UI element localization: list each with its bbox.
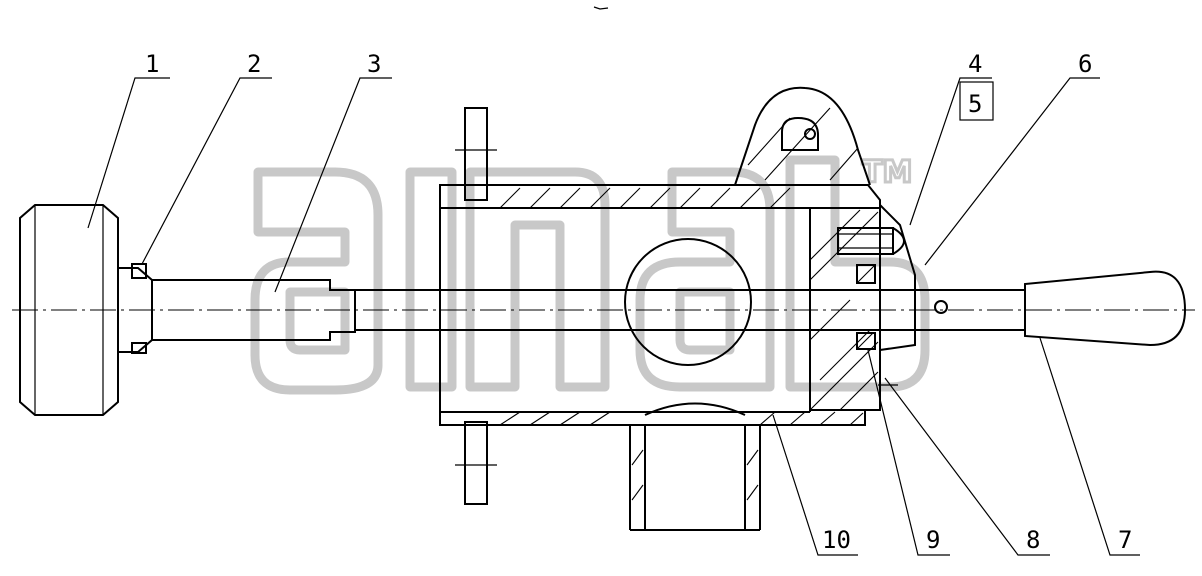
end-collar [879, 204, 916, 351]
callout-4: 4 [968, 50, 982, 78]
extension-sleeve [152, 279, 356, 341]
bolt [837, 227, 905, 255]
callout-labels: 1 2 3 4 5 6 7 8 9 10 [145, 50, 1132, 554]
callout-8: 8 [1026, 526, 1040, 554]
set-screw-bottom [131, 342, 147, 354]
callout-6: 6 [1078, 50, 1092, 78]
main-shaft [355, 289, 1025, 331]
valve-disc [624, 238, 752, 366]
callout-10: 10 [822, 526, 851, 554]
callout-3: 3 [367, 50, 381, 78]
pin [934, 300, 948, 314]
flange [455, 107, 497, 505]
watermark-logo: TM [250, 154, 930, 395]
callout-7: 7 [1118, 526, 1132, 554]
callout-1: 1 [145, 50, 159, 78]
outlet-pipe [629, 402, 761, 531]
callout-2: 2 [247, 50, 261, 78]
seal-packing [856, 264, 876, 350]
top-mark [593, 6, 609, 10]
cover-block [734, 86, 881, 411]
set-screw [131, 263, 147, 279]
housing-top-hatch [499, 187, 791, 209]
leader-lines [87, 77, 1140, 556]
callout-5: 5 [968, 90, 982, 118]
housing-bottom-hatch [499, 411, 864, 426]
callout-9: 9 [926, 526, 940, 554]
handle-grip [1024, 270, 1187, 347]
